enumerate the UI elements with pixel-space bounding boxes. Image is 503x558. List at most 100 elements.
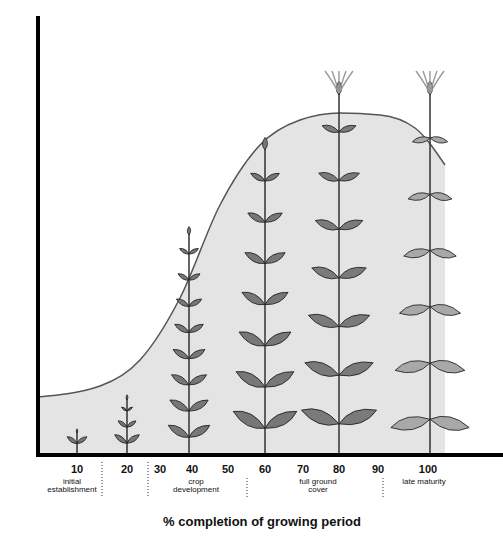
plant-leaf	[429, 135, 448, 144]
plant-leaf	[314, 217, 341, 233]
plant-leaf	[76, 429, 78, 433]
plant	[390, 71, 471, 453]
stage-label: full ground cover	[292, 478, 344, 495]
tassel-strand	[332, 71, 339, 93]
tassel-strand	[430, 71, 444, 93]
axis-tick-label: 30	[154, 464, 166, 476]
plant-leaf	[429, 413, 471, 434]
plant-leaf	[394, 357, 431, 376]
plant-leaf	[429, 246, 457, 260]
plant-leaf	[338, 123, 357, 135]
axis-tick-label: 90	[372, 464, 384, 476]
plant-leaf	[76, 435, 88, 445]
plant-leaf	[264, 210, 284, 225]
plant-leaf	[66, 435, 78, 445]
axis-tick-label: 50	[222, 464, 234, 476]
plant-leaf	[168, 397, 191, 414]
stage-separators	[102, 462, 383, 497]
plant-leaf	[264, 171, 281, 183]
axis-tick-label: 60	[259, 464, 271, 476]
plant-leaf	[262, 406, 299, 433]
axis-tick-label: 40	[186, 464, 198, 476]
plant-stem	[338, 93, 340, 453]
axis-title: % completion of growing period	[163, 515, 361, 529]
plant-leaf	[188, 272, 201, 282]
plant-leaf	[429, 191, 452, 203]
axis-tick-label: 70	[297, 464, 309, 476]
plant-leaf	[263, 249, 287, 266]
plant-leaf	[299, 404, 341, 430]
plant-leaf	[398, 302, 431, 318]
plant-leaf	[337, 357, 375, 380]
stage-separator	[102, 462, 103, 497]
axis-tick-label: 100	[419, 464, 437, 476]
plant-leaf	[263, 289, 290, 309]
plant-leaf	[117, 419, 128, 428]
plant-leaf	[243, 249, 267, 266]
plant-leaf	[172, 347, 191, 361]
plant-leaf	[246, 210, 266, 225]
stage-separator	[148, 462, 149, 497]
plant-leaf	[337, 310, 371, 331]
y-axis	[36, 16, 40, 457]
plant-leaf	[321, 123, 340, 135]
plant-leaf	[188, 347, 207, 361]
plant-leaf	[126, 395, 128, 400]
plant-leaf	[234, 367, 268, 392]
plant-leaf	[237, 328, 267, 350]
stage-separator	[247, 478, 248, 497]
stage-separator	[383, 478, 384, 497]
plant-leaf	[240, 289, 267, 309]
plant-leaf	[338, 217, 365, 233]
plant-leaf	[307, 310, 341, 331]
stage-label: crop development	[167, 478, 225, 495]
axis-tick-label: 10	[71, 464, 83, 476]
plant-leaf	[179, 247, 190, 255]
plant-leaf	[429, 357, 466, 376]
plant-leaf	[187, 227, 190, 235]
plant-leaf	[126, 419, 137, 428]
tassel-strand	[339, 71, 353, 93]
plant-leaf	[337, 404, 379, 430]
tassel-strand	[423, 71, 430, 93]
plant-leaf	[126, 433, 141, 446]
plant-leaf	[177, 272, 190, 282]
plant-leaf	[412, 135, 431, 144]
plant-stem	[188, 233, 190, 453]
plant-leaf	[187, 397, 210, 414]
growth-curve-area	[38, 113, 445, 455]
plant-leaf	[249, 171, 266, 183]
plant-leaf	[173, 322, 190, 335]
plant-leaf	[337, 264, 367, 283]
tassel-strand	[416, 71, 430, 93]
plant-leaf	[317, 170, 340, 184]
tassel-strand	[325, 71, 339, 93]
plant-leaf	[188, 322, 205, 335]
stage-label: initial establishment	[43, 478, 101, 495]
plant-leaf	[407, 191, 430, 203]
plant-stem	[264, 148, 266, 453]
plant	[166, 227, 211, 453]
plant-leaf	[170, 372, 191, 388]
plant-leaf	[262, 137, 267, 150]
plant-stem	[429, 93, 431, 453]
plant-leaf	[263, 328, 293, 350]
plant	[231, 137, 300, 453]
plant-leaf	[231, 406, 268, 433]
plant-leaf	[113, 433, 128, 446]
plant-leaf	[390, 413, 432, 434]
growth-curve	[38, 113, 445, 397]
x-axis	[36, 453, 503, 457]
plant-leaf	[175, 297, 190, 308]
plant-leaf	[310, 264, 340, 283]
plant	[299, 71, 379, 453]
plant-leaf	[187, 372, 208, 388]
plant-figures	[66, 71, 470, 453]
plant	[113, 395, 140, 453]
plant-leaf	[188, 247, 199, 255]
plant	[66, 429, 88, 453]
plant-leaf	[188, 297, 203, 308]
axis-tick-label: 20	[121, 464, 133, 476]
plant-leaf	[166, 422, 191, 441]
